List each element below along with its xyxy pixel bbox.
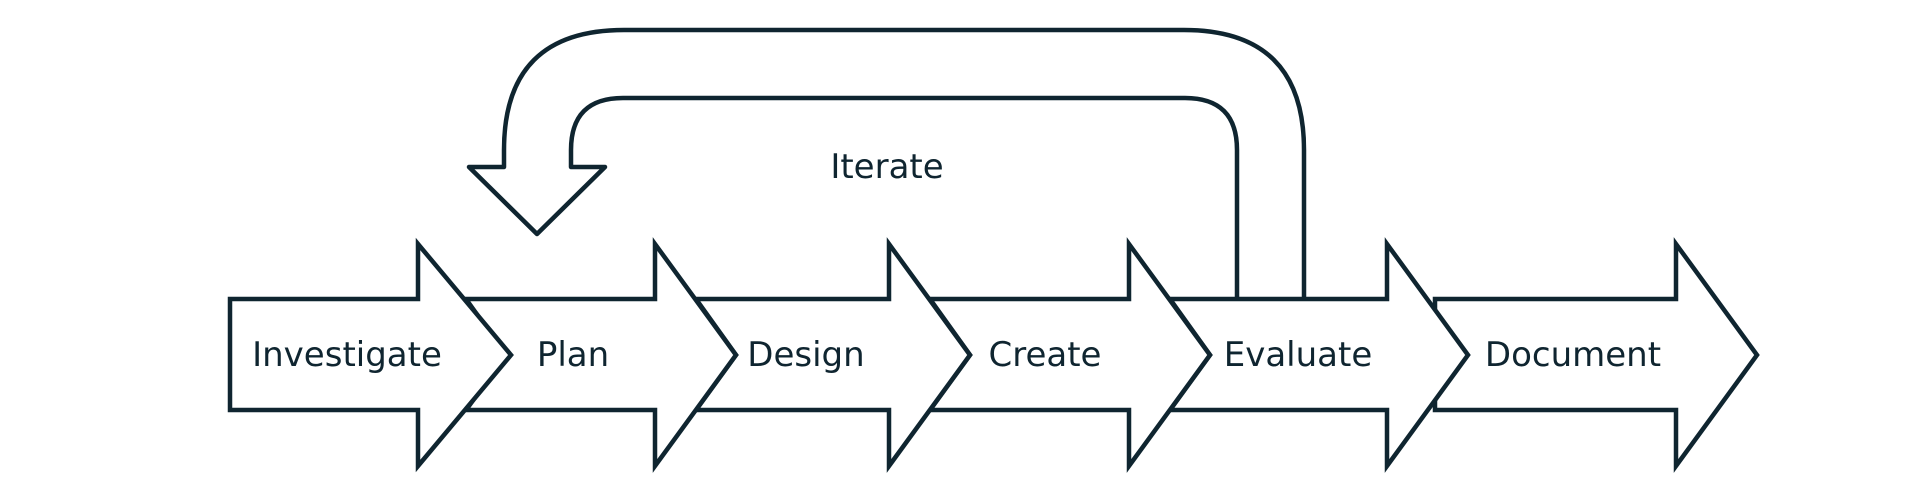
step-investigate: Investigate (227, 237, 514, 473)
step-evaluate-label: Evaluate (1224, 335, 1373, 375)
step-create-label: Create (989, 335, 1102, 375)
step-plan: Plan (461, 237, 739, 473)
step-document-label: Document (1485, 335, 1661, 375)
step-investigate-label: Investigate (252, 335, 442, 375)
iterate-loop-arrow (466, 27, 1307, 303)
iterate-label: Iterate (830, 147, 943, 187)
step-evaluate: Evaluate (1165, 237, 1471, 473)
step-plan-label: Plan (537, 335, 609, 375)
step-document-arrow (1432, 237, 1760, 473)
step-design-label: Design (747, 335, 864, 375)
step-investigate-arrow (227, 237, 514, 473)
step-document: Document (1432, 237, 1760, 473)
